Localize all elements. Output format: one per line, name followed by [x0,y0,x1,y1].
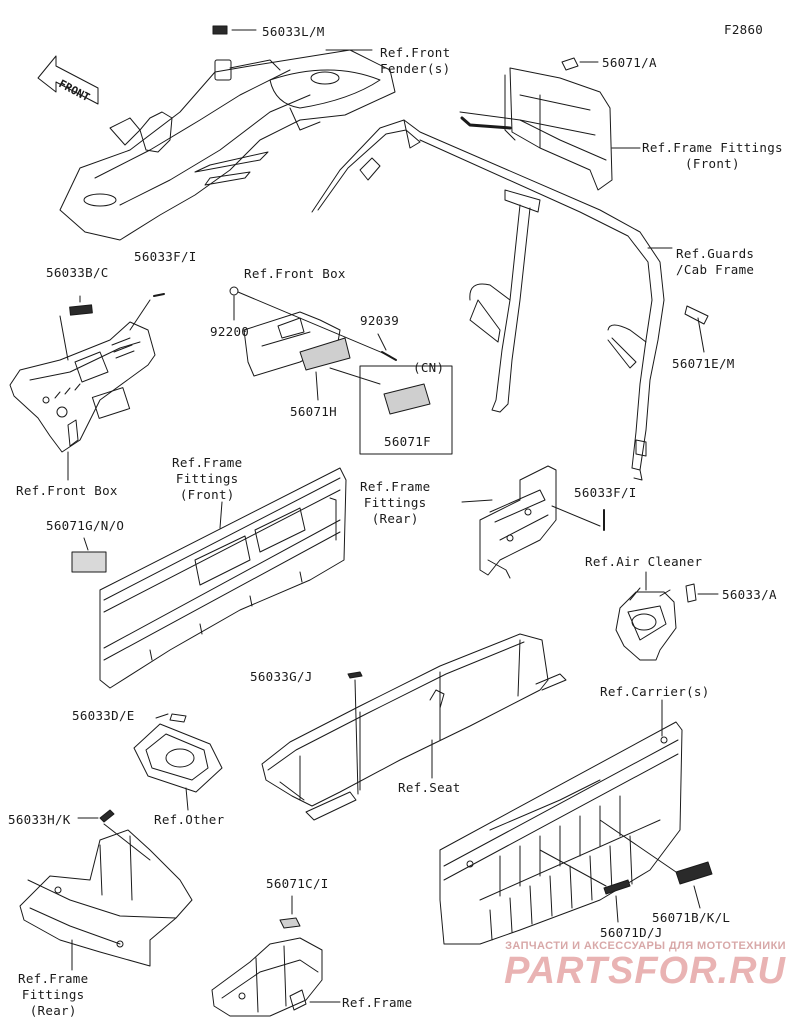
watermark-tagline: ЗАПЧАСТИ И АКСЕССУАРЫ ДЛЯ МОТОТЕХНИКИ [505,940,786,952]
frame-fittings-front-top [459,67,613,191]
carrier [439,721,683,945]
decal-56033gj [347,671,363,679]
label-56033bc: 56033B/C [46,265,109,280]
label-ref-guards-cab-frame: Ref.Guards /Cab Frame [676,246,755,277]
leader-56033bc-2 [59,315,69,361]
air-cleaner [615,587,677,661]
label-56071gno: 56071G/N/O [46,518,125,533]
label-56071ci: 56071C/I [266,876,329,891]
diagram-code: F2860 [724,22,764,37]
label-cn: (CN) [413,360,445,375]
leader-56033gj [354,679,359,795]
leader-56033fi-top [129,299,151,331]
cab-frame [311,119,665,481]
label-ref-front-box-bottom: Ref.Front Box [16,483,118,498]
leader-56071em [697,317,705,353]
label-92039: 92039 [360,313,400,328]
other-cover [133,723,223,793]
leader-56071bkl-2 [599,819,677,873]
decal-56033a [685,583,697,603]
label-56071f: 56071F [384,434,431,449]
seat-frame [261,633,567,821]
leader-56071dj-2 [539,849,607,887]
label-56033fi-mid: 56033F/I [574,485,637,500]
leader-frame-fittings-rear-mid [461,499,493,503]
decal-56071dj [603,879,631,895]
frame-fittings-rear-bottom [19,829,193,967]
front-box-dashboard [9,321,156,453]
leader-92200-axis [237,291,391,357]
decal-56071h [299,337,351,371]
label-56033de: 56033D/E [72,708,135,723]
label-56071dj: 56071D/J [600,925,663,940]
decal-56071gno [71,551,107,573]
label-92200: 92200 [210,324,250,339]
label-56071em: 56071E/M [672,356,735,371]
decal-56033bc [69,304,93,316]
decal-56071em [684,305,709,325]
cn-box [359,365,453,455]
decal-56071a [561,57,579,71]
label-ref-front-box-top: Ref.Front Box [244,266,346,281]
leader-other [185,787,189,811]
leader-56033fi-mid [551,505,601,527]
leader-frame-fittings-front-mid [219,501,223,529]
decal-56071f [383,383,431,415]
decal-56033de [169,713,187,723]
label-56071h: 56071H [290,404,337,419]
leader-56033hk-2 [103,823,151,861]
decal-56071bkl [675,861,713,885]
frame [211,937,323,1017]
part-92039 [381,351,397,361]
leader-56071dj [615,895,619,923]
label-56033hk: 56033H/K [8,812,71,827]
leader-56071h-2 [329,367,381,385]
part-92200 [229,286,239,296]
label-56033fi-top: 56033F/I [134,249,197,264]
label-ref-frame-fittings-rear-mid: Ref.Frame Fittings (Rear) [360,479,431,526]
leader-56033de [155,713,169,719]
label-56071a: 56071/A [602,55,657,70]
label-ref-air-cleaner: Ref.Air Cleaner [585,554,703,569]
front-arrow: FRONT [37,55,99,105]
watermark-logo: PARTSFOR.RU [504,950,786,992]
label-56033a: 56033/A [722,587,777,602]
front-fender-assembly [59,49,396,241]
label-ref-frame-fittings-front-top: Ref.Frame Fittings (Front) [642,140,783,171]
leader-56071bkl [693,885,701,909]
label-56033lm: 56033L/M [262,24,325,39]
label-56071bkl: 56071B/K/L [652,910,731,925]
label-ref-seat: Ref.Seat [398,780,461,795]
decal-56033lm [212,25,228,35]
label-ref-carriers: Ref.Carrier(s) [600,684,710,699]
frame-fittings-front-mid [99,467,347,689]
label-ref-frame-fittings-rear-bottom: Ref.Frame Fittings (Rear) [18,971,89,1018]
leader-56071h [315,371,319,401]
label-ref-front-fender: Ref.Front Fender(s) [380,45,451,76]
label-ref-frame: Ref.Frame [342,995,413,1010]
decal-56033hk [99,809,115,823]
label-ref-other: Ref.Other [154,812,225,827]
leader-56071gno [83,537,89,551]
decal-56033fi-top [153,293,165,297]
label-56033gj: 56033G/J [250,669,313,684]
frame-fittings-rear-mid [479,465,557,579]
leader-92039 [377,333,387,351]
decal-56071ci [279,917,301,929]
label-ref-frame-fittings-front-mid: Ref.Frame Fittings (Front) [172,455,243,502]
